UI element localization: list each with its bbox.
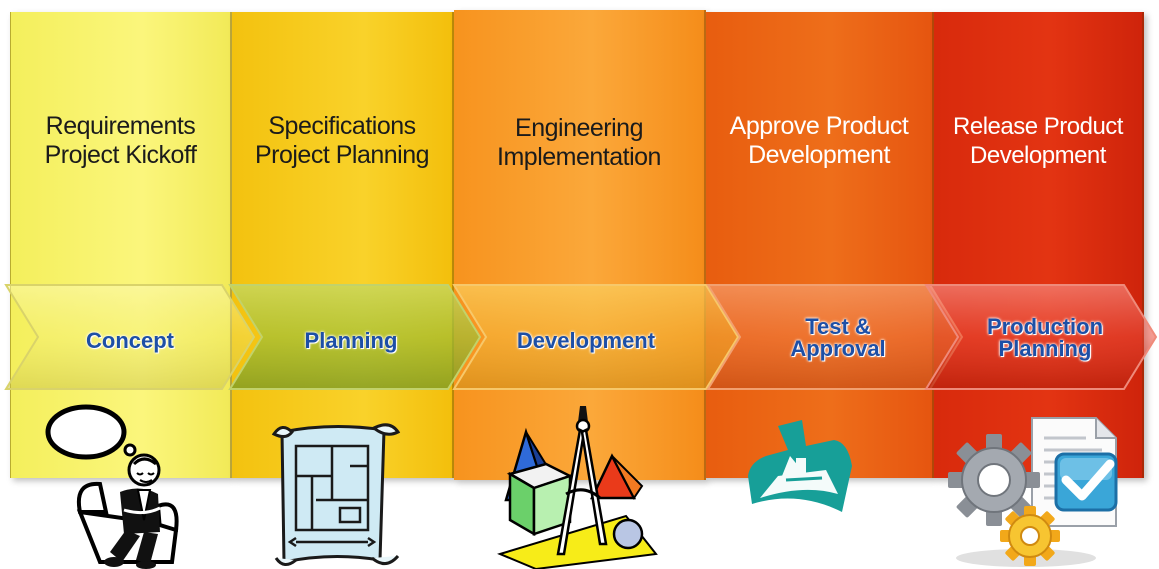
stage-title: Specifications Project Planning (254, 112, 430, 169)
chevron-production-planning (924, 284, 1158, 390)
stage-column-test-approval: Approve Product Development (706, 12, 934, 478)
stage-title: Engineering Implementation (497, 114, 661, 171)
geometry-tools-icon (497, 406, 658, 569)
chevron-development (452, 284, 740, 390)
phase-label-development: Development (516, 328, 656, 353)
phase-label-concept: Concept (86, 328, 174, 353)
stage-column-planning: Specifications Project Planning (232, 12, 454, 478)
gears-checklist-icon (948, 417, 1118, 567)
phase-label-test-approval: Test & Approval (790, 314, 886, 361)
stage-column-production-planning: Release Product Development (934, 12, 1144, 478)
chevron-planning (228, 284, 482, 390)
process-arrow-band (4, 284, 1158, 390)
phase-label-planning: Planning (304, 328, 398, 353)
daydreaming-man-icon (45, 404, 179, 569)
chevron-concept (4, 284, 256, 390)
stage-title: Approve Product Development (729, 112, 909, 169)
approval-stamp-icon (748, 420, 852, 512)
blueprint-icon (271, 423, 401, 566)
stage-title: Requirements Project Kickoff (44, 112, 197, 169)
phase-label-production-planning: Production Planning (986, 314, 1104, 361)
stage-column-concept: Requirements Project Kickoff (10, 12, 232, 478)
stage-column-development: Engineering Implementation (454, 10, 706, 480)
stage-title: Release Product Development (953, 113, 1123, 169)
